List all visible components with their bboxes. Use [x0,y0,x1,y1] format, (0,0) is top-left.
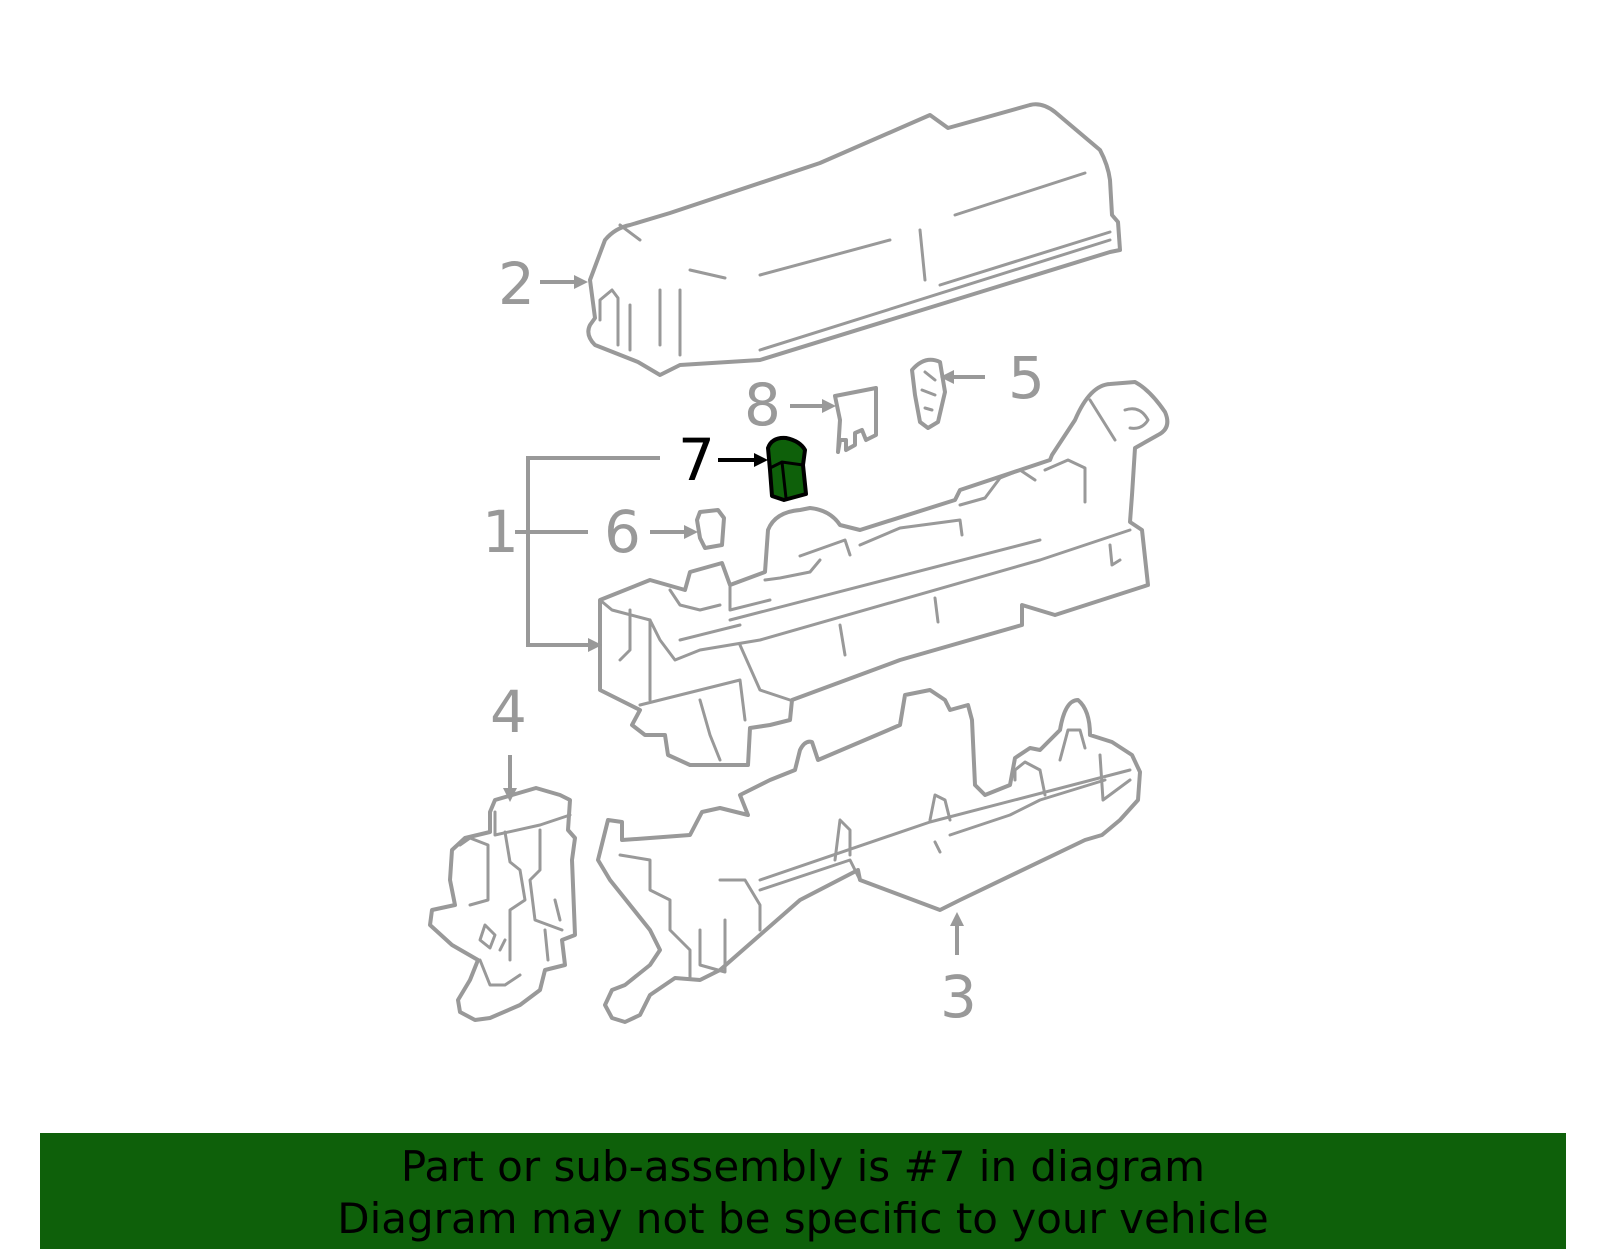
info-banner: Part or sub-assembly is #7 in diagram Di… [40,1133,1566,1249]
callout-2: 2 [498,250,535,318]
callout-7: 7 [678,426,715,494]
part-3-bracket[interactable] [596,688,1142,1024]
callout-4: 4 [490,678,527,746]
banner-line-1: Part or sub-assembly is #7 in diagram [400,1142,1206,1191]
part-6-small-fuse[interactable] [695,508,726,550]
part-4-connector[interactable] [428,786,577,1022]
callout-leaders [503,275,985,955]
callout-5: 5 [1008,344,1045,412]
part-8-fuse[interactable] [833,386,878,454]
parts-diagram: 2 5 8 7 1 6 4 3 [428,102,1170,1031]
part-2-cover[interactable] [586,102,1122,377]
banner-line-2: Diagram may not be specific to your vehi… [337,1194,1269,1243]
part-5-clip[interactable] [910,357,947,430]
part-1-fuse-block[interactable] [598,380,1170,767]
callout-6: 6 [604,498,641,566]
callout-3: 3 [940,963,977,1031]
callout-1: 1 [482,498,519,566]
part-7-highlighted[interactable] [766,435,808,502]
callout-8: 8 [744,371,781,439]
